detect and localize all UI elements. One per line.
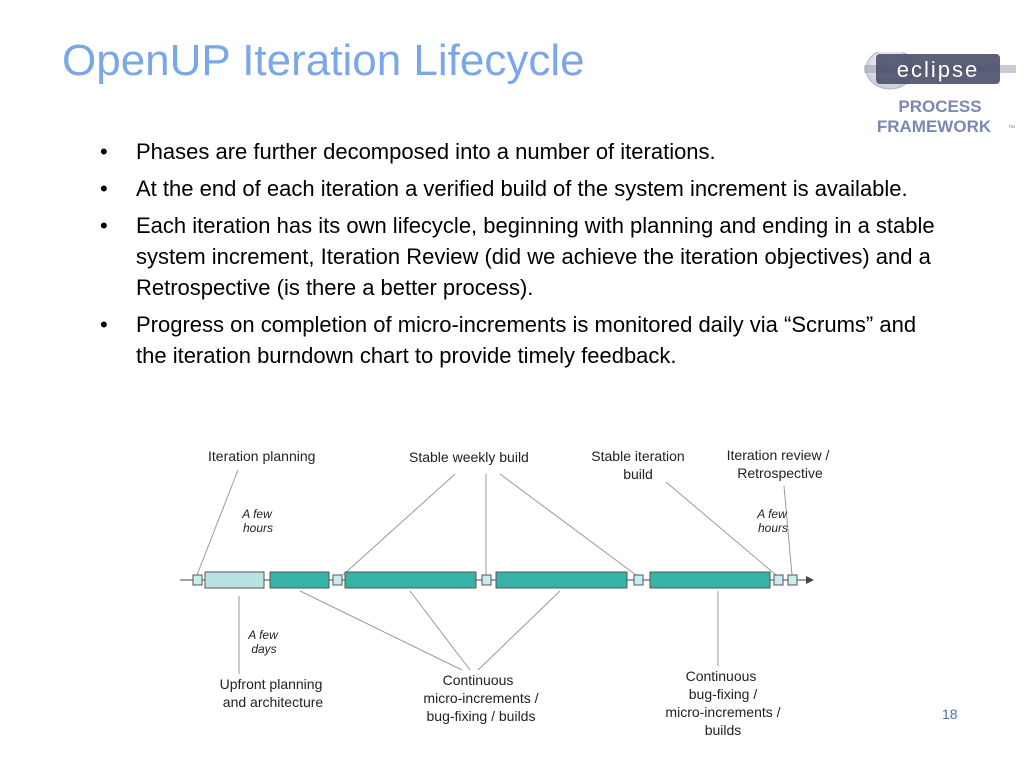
bullet-item: • Each iteration has its own lifecycle, b… (100, 210, 940, 303)
bullet-text: Each iteration has its own lifecycle, be… (136, 213, 935, 300)
milestone-marker (633, 574, 644, 586)
work-bar (495, 571, 628, 589)
bullet-text: Progress on completion of micro-incremen… (136, 312, 917, 368)
label-continuous-right-2: bug-fixing / (689, 686, 758, 702)
work-bar (649, 571, 771, 589)
bullet-text: At the end of each iteration a verified … (136, 176, 908, 201)
work-bar (269, 571, 330, 589)
label-continuous-left-2: micro-increments / (423, 690, 538, 706)
slide-title: OpenUP Iteration Lifecycle (62, 36, 585, 85)
milestone-marker (787, 574, 798, 586)
connector-line (477, 590, 561, 671)
label-few-hours-right-1: A few (756, 507, 788, 521)
logo-word: eclipse (897, 57, 979, 82)
planning-bar (204, 571, 265, 589)
label-continuous-left-1: Continuous (443, 672, 514, 688)
connector-line (665, 481, 777, 576)
bullet-symbol: • (100, 176, 108, 201)
milestone-marker (332, 574, 343, 586)
connector-line (196, 469, 239, 576)
label-few-hours-left-1: A few (241, 507, 273, 521)
bullet-item: • Phases are further decomposed into a nu… (100, 136, 940, 167)
label-continuous-right-3: micro-increments / (665, 704, 780, 720)
label-upfront-2: and architecture (223, 694, 324, 710)
timeline-arrow (806, 576, 814, 584)
diagram-labels: Iteration planning Stable weekly build S… (208, 447, 829, 738)
label-continuous-right-1: Continuous (686, 668, 757, 684)
label-few-hours-left-2: hours (243, 521, 273, 535)
connector-line (409, 590, 471, 671)
label-continuous-left-3: bug-fixing / builds (427, 708, 536, 724)
bullet-item: • Progress on completion of micro-increme… (100, 309, 940, 371)
label-iteration-review-2: Retrospective (737, 465, 823, 481)
bullet-symbol: • (100, 139, 108, 164)
milestone-marker (192, 574, 203, 586)
connector-line (783, 485, 793, 576)
bullet-symbol: • (100, 312, 108, 337)
connector-line (299, 590, 463, 671)
label-few-days-2: days (251, 642, 276, 656)
logo-line-1: PROCESS (898, 97, 981, 116)
bullet-list: • Phases are further decomposed into a nu… (100, 136, 940, 377)
label-iteration-review-1: Iteration review / (727, 447, 830, 463)
connector-line (499, 473, 637, 576)
connector-line (342, 473, 456, 576)
work-bar (344, 571, 477, 589)
label-stable-iteration-build-2: build (623, 466, 653, 482)
label-continuous-right-4: builds (705, 722, 742, 738)
label-few-hours-right-2: hours (758, 521, 788, 535)
eclipse-process-framework-logo: eclipse PROCESS FRAMEWORK ™ (864, 52, 1016, 136)
bullet-symbol: • (100, 213, 108, 238)
logo-trademark: ™ (1008, 125, 1015, 132)
logo-line-2: FRAMEWORK (877, 117, 992, 136)
bullet-text: Phases are further decomposed into a num… (136, 139, 716, 164)
milestone-marker (773, 574, 784, 586)
label-few-days-1: A few (247, 628, 279, 642)
page-number: 18 (942, 706, 958, 722)
milestone-marker (481, 574, 492, 586)
connector-lines (196, 469, 793, 674)
label-stable-iteration-build-1: Stable iteration (591, 448, 684, 464)
timeline (180, 571, 814, 589)
bullet-item: • At the end of each iteration a verified… (100, 173, 940, 204)
label-stable-weekly-build: Stable weekly build (409, 449, 529, 465)
label-upfront-1: Upfront planning (220, 676, 323, 692)
label-iteration-planning: Iteration planning (208, 448, 315, 464)
